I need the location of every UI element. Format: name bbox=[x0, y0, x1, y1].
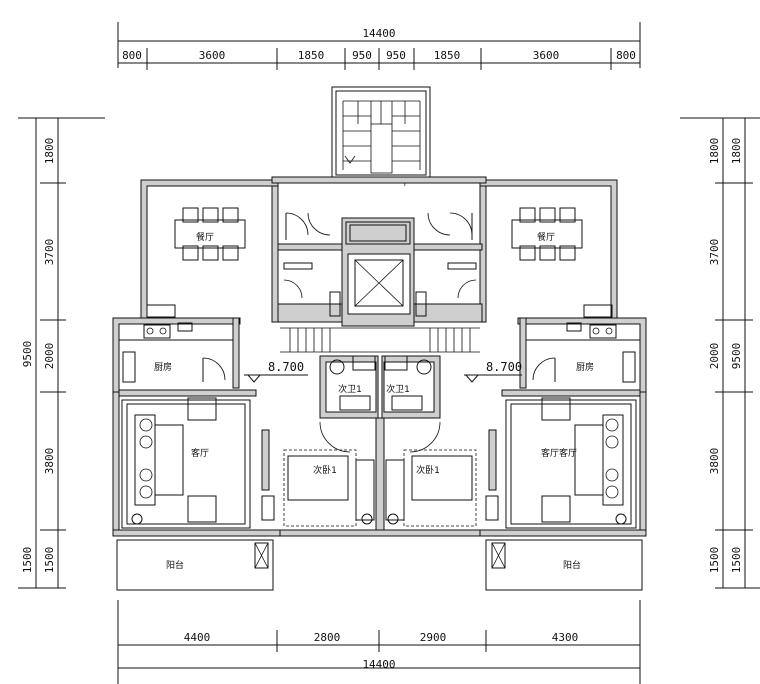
top-dim-6: 3600 bbox=[533, 49, 560, 62]
right-kitchen-label: 厨房 bbox=[576, 361, 594, 373]
top-dim-7: 800 bbox=[616, 49, 636, 62]
left-kitchen bbox=[118, 304, 234, 383]
left-dim-1: 3700 bbox=[43, 239, 56, 266]
right-dim-1: 3700 bbox=[708, 239, 721, 266]
right-dining-label: 餐厅 bbox=[537, 231, 555, 243]
right-living-room bbox=[485, 397, 637, 529]
right-bath-label: 次卫1 bbox=[386, 383, 410, 395]
bottom-dim-1: 2800 bbox=[314, 631, 341, 644]
top-dim-3: 950 bbox=[352, 49, 372, 62]
right-total-dimension: 9500 bbox=[730, 343, 743, 370]
right-bedroom-label: 次卧1 bbox=[416, 464, 440, 476]
left-total-dimension: 9500 bbox=[21, 341, 34, 368]
top-dim-4: 950 bbox=[386, 49, 406, 62]
right-level-value: 8.700 bbox=[486, 360, 522, 374]
top-dimension-line: 14400 800 3600 1850 950 950 1850 3600 80… bbox=[117, 22, 641, 70]
right-dim-3: 3800 bbox=[708, 448, 721, 475]
left-level-value: 8.700 bbox=[268, 360, 304, 374]
top-dim-2: 1850 bbox=[298, 49, 325, 62]
top-stairwell: 下 bbox=[331, 86, 431, 188]
right-dim-4a: 1500 bbox=[708, 547, 721, 574]
right-dim-0a: 1800 bbox=[708, 138, 721, 165]
left-dim-0: 1800 bbox=[43, 138, 56, 165]
right-level-mark: 8.700 bbox=[464, 360, 522, 383]
right-dimension-line: 1800 1800 3700 2000 9500 3800 1500 1500 bbox=[680, 117, 760, 589]
bottom-dimension-line: 4400 2800 2900 4300 14400 bbox=[117, 600, 641, 684]
bottom-dim-2: 2900 bbox=[420, 631, 447, 644]
bottom-total-dimension: 14400 bbox=[362, 658, 395, 671]
right-dining-table bbox=[511, 207, 583, 261]
right-dim-2: 2000 bbox=[708, 343, 721, 370]
left-unit-walls bbox=[112, 179, 281, 591]
left-bedroom-label: 次卧1 bbox=[313, 464, 337, 476]
left-living-label: 客厅 bbox=[191, 447, 209, 459]
left-dim-2: 2000 bbox=[43, 343, 56, 370]
right-unit-walls bbox=[479, 179, 647, 591]
left-bath-label: 次卫1 bbox=[338, 383, 362, 395]
left-living-room bbox=[121, 397, 275, 529]
right-dim-4b: 1500 bbox=[730, 547, 743, 574]
right-dim-0b: 1800 bbox=[730, 138, 743, 165]
central-core bbox=[271, 176, 487, 537]
top-dim-0: 800 bbox=[122, 49, 142, 62]
right-kitchen bbox=[525, 304, 641, 383]
left-level-mark: 8.700 bbox=[244, 360, 308, 383]
bottom-dim-3: 4300 bbox=[552, 631, 579, 644]
right-living-label: 客厅客厅 bbox=[541, 447, 577, 459]
left-dim-4a: 1500 bbox=[21, 547, 34, 574]
top-dim-5: 1850 bbox=[434, 49, 461, 62]
top-total-dimension: 14400 bbox=[362, 27, 395, 40]
left-balcony-label: 阳台 bbox=[166, 559, 184, 571]
top-dim-1: 3600 bbox=[199, 49, 226, 62]
right-balcony-label: 阳台 bbox=[563, 559, 581, 571]
left-dim-4b: 1500 bbox=[43, 547, 56, 574]
left-dimension-line: 9500 1800 3700 2000 3800 1500 1500 bbox=[18, 117, 105, 589]
left-dim-3: 3800 bbox=[43, 448, 56, 475]
bottom-dim-0: 4400 bbox=[184, 631, 211, 644]
left-dining-label: 餐厅 bbox=[196, 231, 214, 243]
left-dining-table bbox=[174, 207, 246, 261]
left-kitchen-label: 厨房 bbox=[154, 361, 172, 373]
